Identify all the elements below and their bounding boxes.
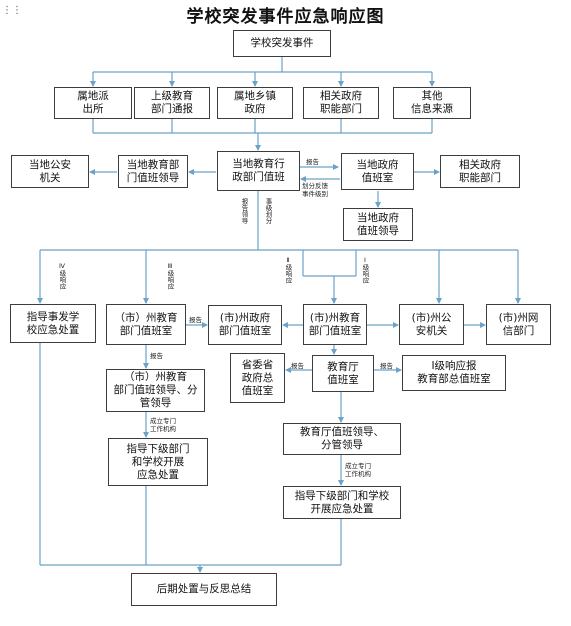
label-report-gov: 报告 (306, 158, 319, 166)
label-classify-feedback: 划分反馈 事件级别 (302, 182, 328, 198)
node-upper-edu-department: 上级教育 部门通报 (134, 87, 210, 119)
node-local-public-security: 当地公安 机关 (11, 155, 89, 188)
label-setup-agency-left: 成立专门 工作机构 (150, 417, 176, 433)
label-level-i: Ⅰ级响应 (361, 256, 369, 284)
node-gov-duty-office: 当地政府 值班室 (341, 153, 414, 190)
node-city-gov-duty-office: (市)州政府 部门值班室 (208, 305, 282, 345)
node-edu-admin-duty-office: 当地教育行 政部门值班 (217, 151, 300, 191)
node-aftermath-review: 后期处置与反思总结 (131, 573, 277, 606)
node-guide-lower-response-right: 指导下级部门和学校 开展应急处置 (283, 486, 401, 519)
node-city-edu-duty-office: （市）州教育 部门值班室 (106, 304, 186, 345)
node-edu-dept-duty-leader: 教育厅值班领导、 分管领导 (283, 423, 401, 455)
node-school-emergency-event: 学校突发事件 (233, 30, 331, 57)
node-city-cyber-department: (市)州网 信部门 (486, 304, 551, 345)
node-gov-duty-leader: 当地政府 值班领导 (343, 208, 413, 241)
label-report-leader: 报告领导 (240, 198, 248, 224)
label-report-city-gov: 报告 (189, 316, 202, 324)
node-guide-school-response: 指导事发学 校应急处置 (10, 304, 96, 343)
node-related-gov-departments-right: 相关政府 职能部门 (440, 155, 520, 188)
label-level-iv: Ⅳ级响应 (58, 262, 66, 290)
node-guide-lower-response-left: 指导下级部门 和学校开展 应急处置 (108, 438, 208, 486)
node-town-government: 属地乡镇 政府 (217, 87, 293, 119)
node-edu-dept-duty-office: 教育厅 值班室 (312, 355, 374, 392)
node-edu-duty-leader: 当地教育部 门值班领导 (118, 155, 188, 188)
label-report-city-leader: 报告 (150, 352, 163, 360)
label-setup-agency-right: 成立专门 工作机构 (345, 462, 371, 478)
page-title: 学校突发事件应急响应图 (186, 7, 385, 27)
node-city-edu-duty-office-2: (市)州教育 部门值班室 (303, 304, 367, 345)
node-other-info-sources: 其他 信息来源 (393, 87, 471, 119)
label-level-ii: Ⅱ级响应 (284, 256, 292, 284)
label-event-classify: 事级划分 (264, 198, 272, 224)
label-report-province: 报告 (291, 362, 304, 370)
label-report-ministry: 报告 (380, 362, 393, 370)
label-level-iii: Ⅲ级响应 (166, 262, 174, 290)
node-local-police-station: 属地派 出所 (54, 87, 132, 119)
node-ministry-duty-office: Ⅰ级响应报 教育部总值班室 (402, 355, 506, 391)
node-province-gov-duty-office: 省委省 政府总 值班室 (230, 353, 285, 403)
node-city-public-security: (市)州公 安机关 (399, 304, 464, 345)
drag-handle-icon[interactable]: ⋮⋮ (2, 5, 22, 16)
node-related-gov-departments-top: 相关政府 职能部门 (303, 87, 379, 119)
node-city-edu-duty-leader: （市）州教育 部门值班领导、分 管领导 (106, 369, 205, 412)
